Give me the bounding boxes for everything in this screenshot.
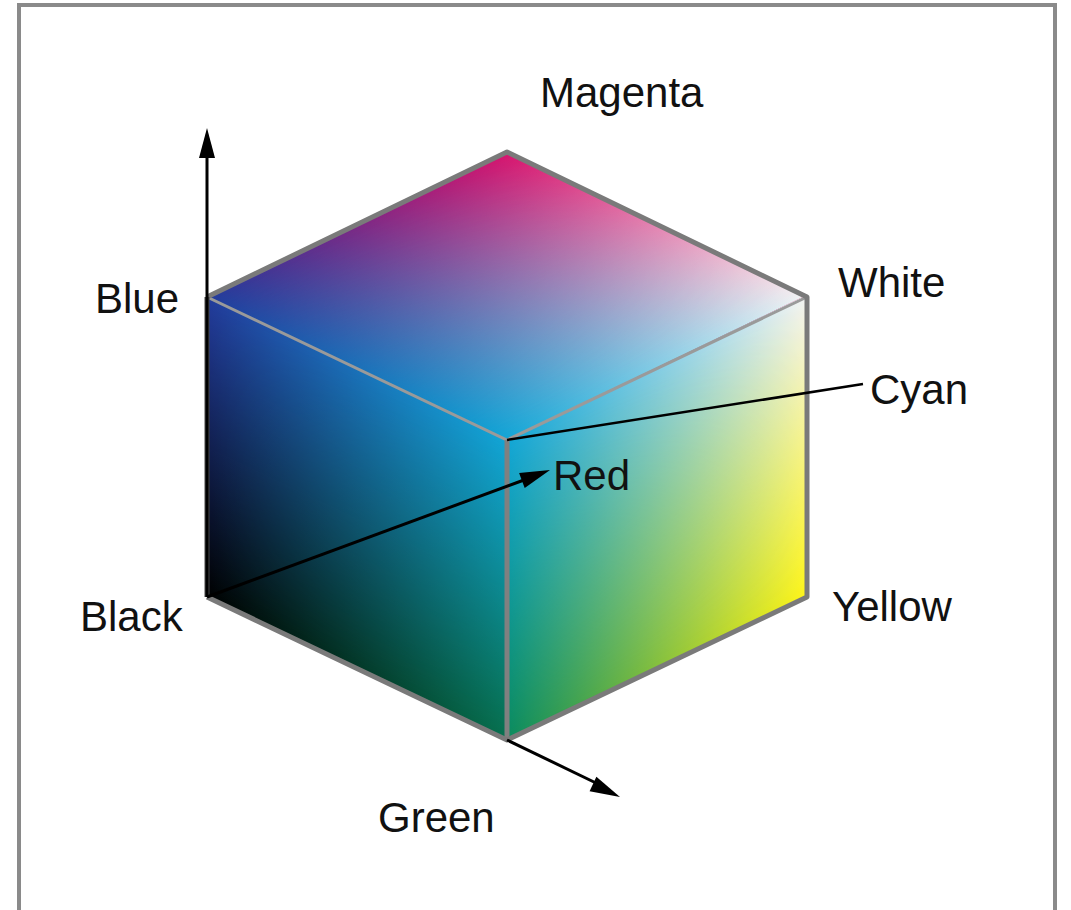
corner-label: Magenta [540,72,703,114]
cube-right-face [507,295,807,740]
corner-label: Green [378,797,495,839]
arrowhead [590,777,620,797]
red-axis [207,480,524,597]
arrowhead [519,470,550,488]
cube-outline [207,152,807,740]
arrowhead [199,128,215,158]
leader-line [507,384,863,440]
corner-label: Red [553,455,630,497]
corner-label: Yellow [832,586,952,628]
green-axis [507,740,596,783]
corner-label: Blue [95,278,179,320]
corner-label: Cyan [870,369,968,411]
corner-label: Black [80,596,183,638]
blue-axis [206,150,209,597]
cube-inner-edge [207,297,807,440]
corner-label: White [838,262,945,304]
frame-border [19,5,1055,910]
